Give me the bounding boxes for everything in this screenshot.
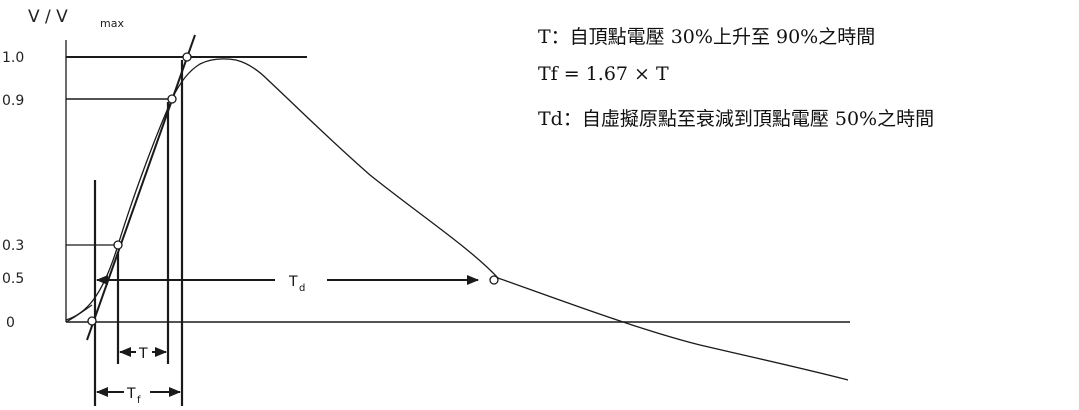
virtual-origin-point <box>87 316 97 326</box>
legend-td-definition: Td：自虛擬原點至衰減到頂點電壓 50%之時間 <box>538 108 935 130</box>
tf-label: T <box>126 386 136 402</box>
impulse-waveform-curve <box>65 58 849 381</box>
y-tick-0: 0 <box>6 315 15 331</box>
tf-label-subscript: f <box>137 395 141 406</box>
waveform-toe <box>65 304 93 323</box>
td-label-subscript: d <box>299 283 305 294</box>
point-90-percent <box>167 94 177 104</box>
virtual-front-line <box>86 34 196 341</box>
td-label: T <box>288 274 298 290</box>
point-100-percent <box>182 52 192 62</box>
y-tick-0-5: 0.5 <box>2 271 24 287</box>
t-label: T <box>138 346 148 362</box>
point-50-percent-tail <box>489 275 499 285</box>
point-30-percent <box>113 240 123 250</box>
y-tick-1-0: 1.0 <box>2 50 24 66</box>
y-axis-label: V / V <box>28 7 68 27</box>
legend-t-definition: T：自頂點電壓 30%上升至 90%之時間 <box>538 26 876 48</box>
y-tick-0-9: 0.9 <box>2 93 24 109</box>
legend-tf-formula: Tf = 1.67 × T <box>538 63 669 85</box>
y-tick-0-3: 0.3 <box>2 238 24 254</box>
y-axis-label-subscript: max <box>100 17 124 30</box>
